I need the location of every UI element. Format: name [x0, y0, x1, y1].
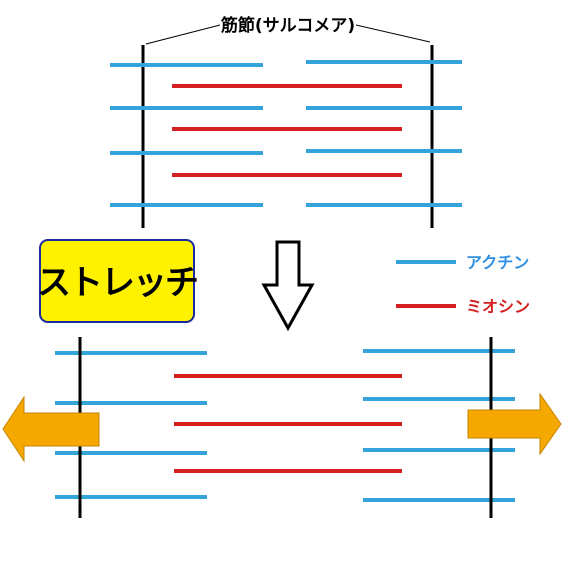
down-arrow-icon: [261, 240, 315, 332]
right-arrow-icon: [467, 392, 562, 456]
title-label: 筋節(サルコメア): [220, 15, 355, 36]
legend: アクチン ミオシン: [396, 253, 530, 316]
legend-myosin-label: ミオシン: [466, 297, 530, 316]
sarcomere-relaxed: [110, 45, 462, 228]
stretch-label: ストレッチ: [37, 263, 197, 303]
stretch-badge: ストレッチ: [37, 239, 199, 323]
title-group: 筋節(サルコメア): [145, 15, 431, 45]
title-leader-left: [145, 24, 221, 45]
title-leader-right: [355, 24, 431, 43]
left-arrow-icon: [2, 395, 100, 463]
sarcomere-stretched: [55, 337, 515, 518]
legend-actin-label: アクチン: [466, 253, 529, 272]
